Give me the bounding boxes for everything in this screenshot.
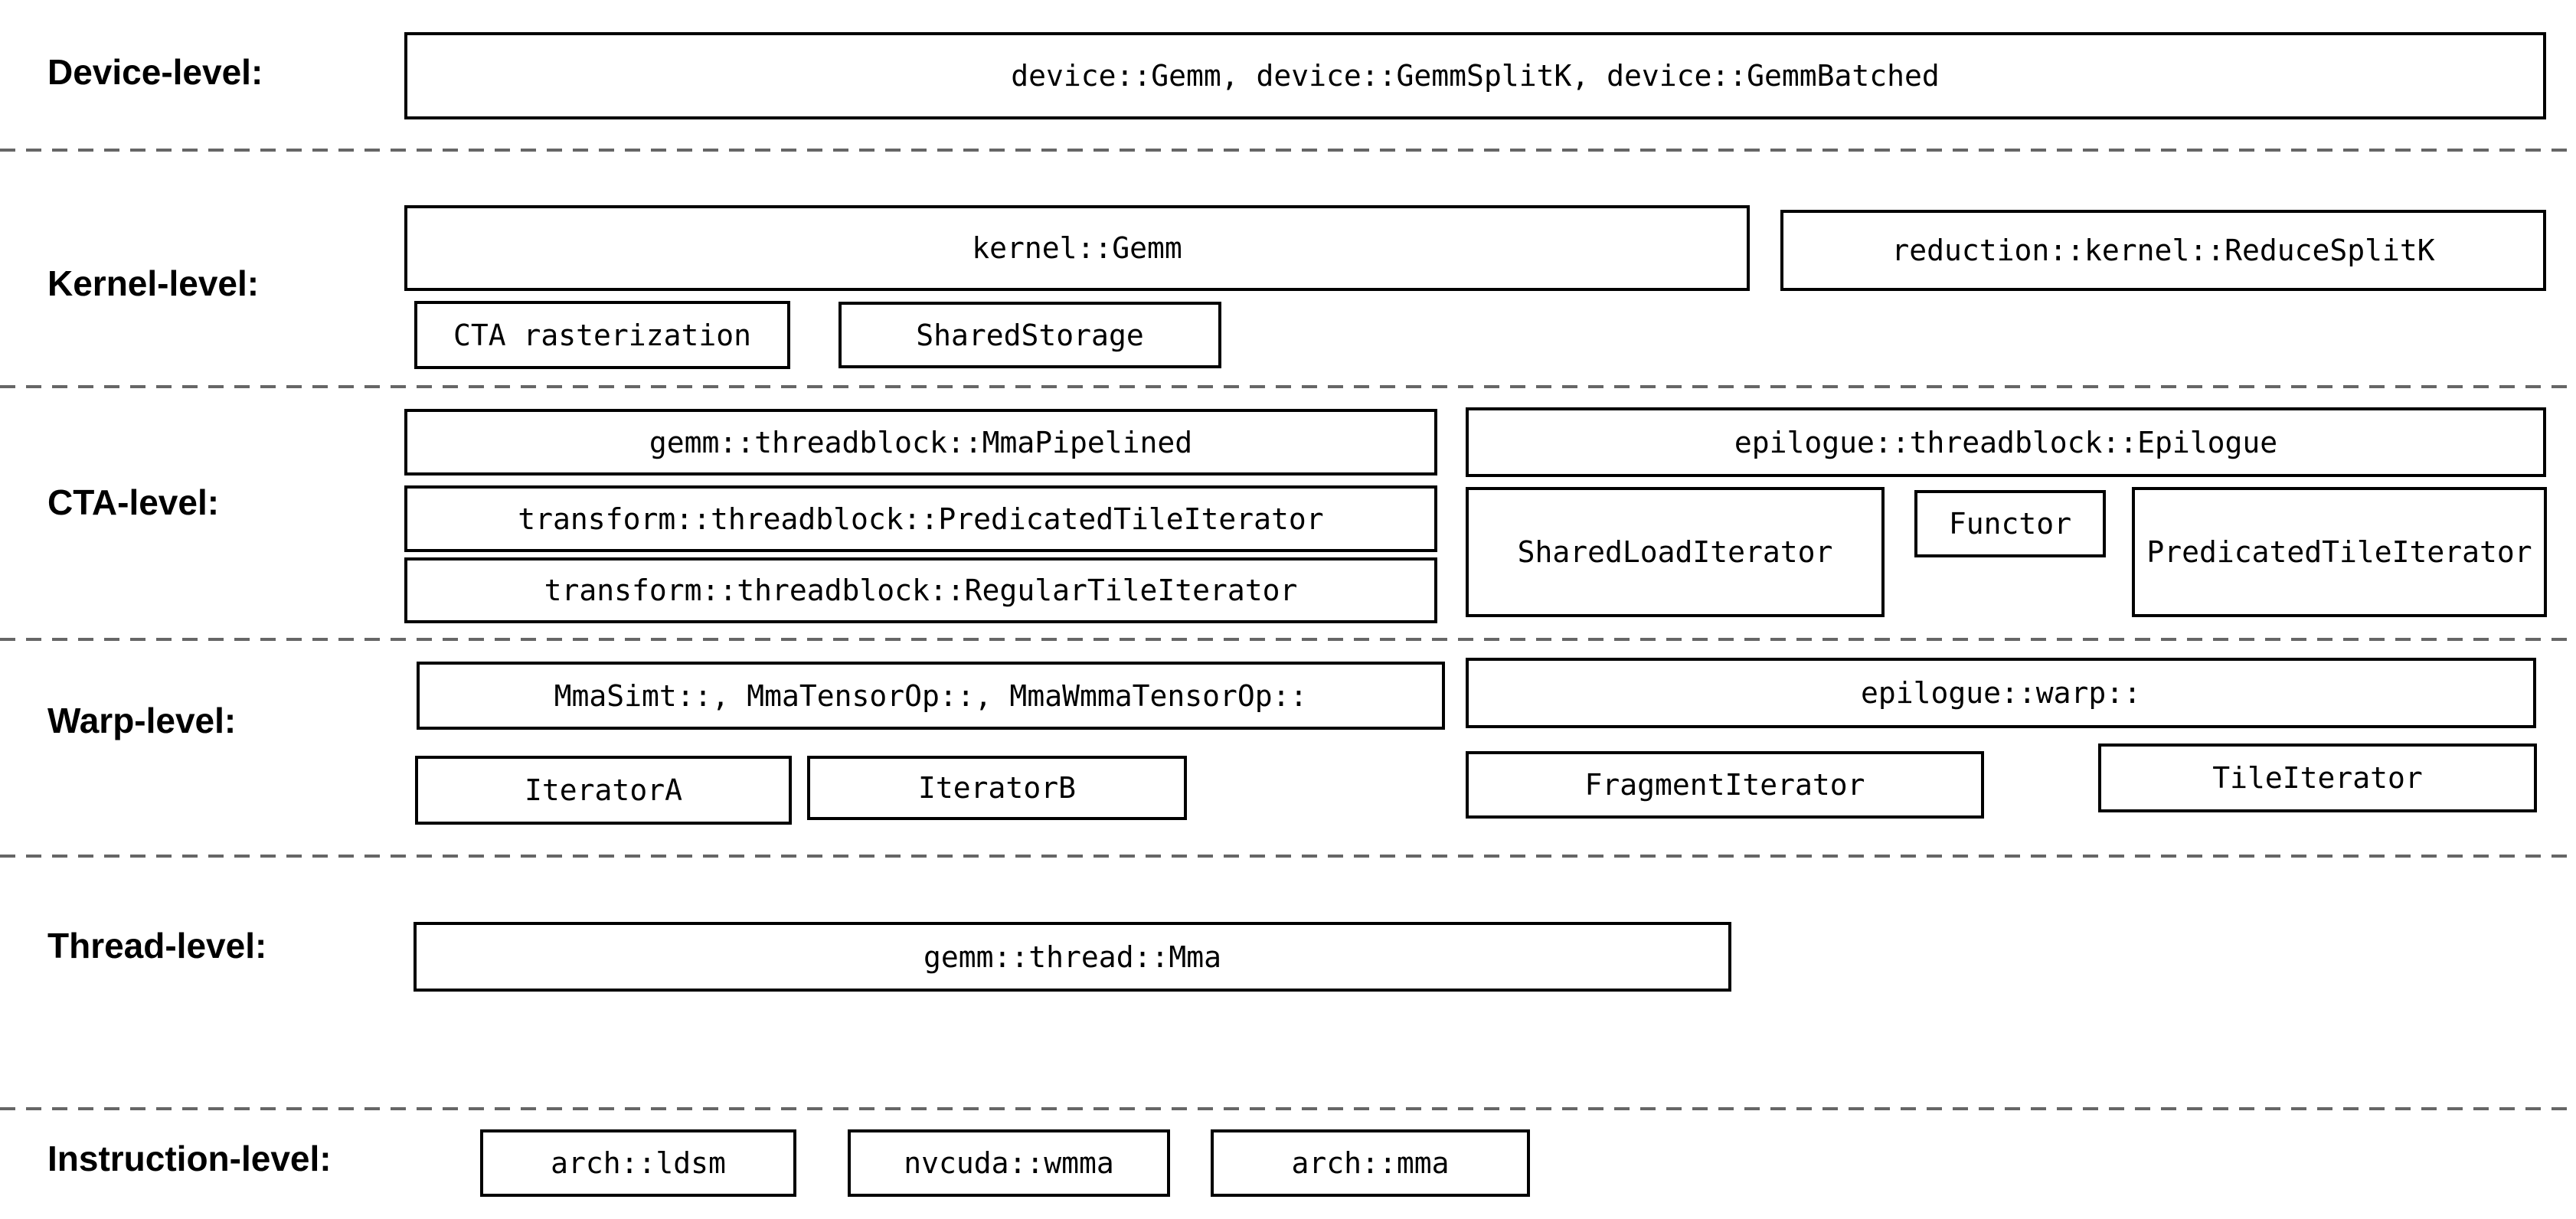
kernel-level-label: Kernel-level: xyxy=(47,263,260,303)
epilogue-predicated-tile-iterator-box: PredicatedTileIterator xyxy=(2132,487,2547,617)
transform-predicated-tile-iterator-box: transform::threadblock::PredicatedTileIt… xyxy=(404,485,1437,552)
cta-rasterization-box: CTA rasterization xyxy=(414,301,790,369)
separator-thread-instruction xyxy=(0,1107,2576,1110)
thread-level-label: Thread-level: xyxy=(47,926,267,966)
epilogue-warp-box: epilogue::warp:: xyxy=(1466,658,2536,728)
reduction-kernel-reducesplitk-box: reduction::kernel::ReduceSplitK xyxy=(1780,210,2546,291)
warp-mma-box: MmaSimt::, MmaTensorOp::, MmaWmmaTensorO… xyxy=(417,662,1445,730)
shared-storage-box: SharedStorage xyxy=(839,302,1221,368)
shared-load-iterator-box: SharedLoadIterator xyxy=(1466,487,1885,617)
warp-level-label: Warp-level: xyxy=(47,701,237,740)
tile-iterator-box: TileIterator xyxy=(2098,743,2537,812)
kernel-gemm-box: kernel::Gemm xyxy=(404,205,1750,291)
transform-regular-tile-iterator-box: transform::threadblock::RegularTileItera… xyxy=(404,557,1437,623)
iterator-a-box: IteratorA xyxy=(415,756,792,825)
separator-warp-thread xyxy=(0,855,2576,858)
nvcuda-wmma-box: nvcuda::wmma xyxy=(848,1129,1170,1197)
arch-mma-box: arch::mma xyxy=(1211,1129,1530,1197)
thread-mma-box: gemm::thread::Mma xyxy=(414,922,1731,992)
iterator-b-box: IteratorB xyxy=(807,756,1187,820)
functor-box: Functor xyxy=(1914,490,2106,557)
epilogue-threadblock-box: epilogue::threadblock::Epilogue xyxy=(1466,407,2546,477)
separator-device-kernel xyxy=(0,149,2576,152)
device-gemm-box: device::Gemm, device::GemmSplitK, device… xyxy=(404,32,2546,119)
separator-kernel-cta xyxy=(0,385,2576,388)
fragment-iterator-box: FragmentIterator xyxy=(1466,751,1984,819)
separator-cta-warp xyxy=(0,638,2576,641)
cta-level-label: CTA-level: xyxy=(47,482,220,522)
mma-pipelined-box: gemm::threadblock::MmaPipelined xyxy=(404,409,1437,476)
device-level-label: Device-level: xyxy=(47,52,263,92)
arch-ldsm-box: arch::ldsm xyxy=(480,1129,796,1197)
instruction-level-label: Instruction-level: xyxy=(47,1139,332,1178)
